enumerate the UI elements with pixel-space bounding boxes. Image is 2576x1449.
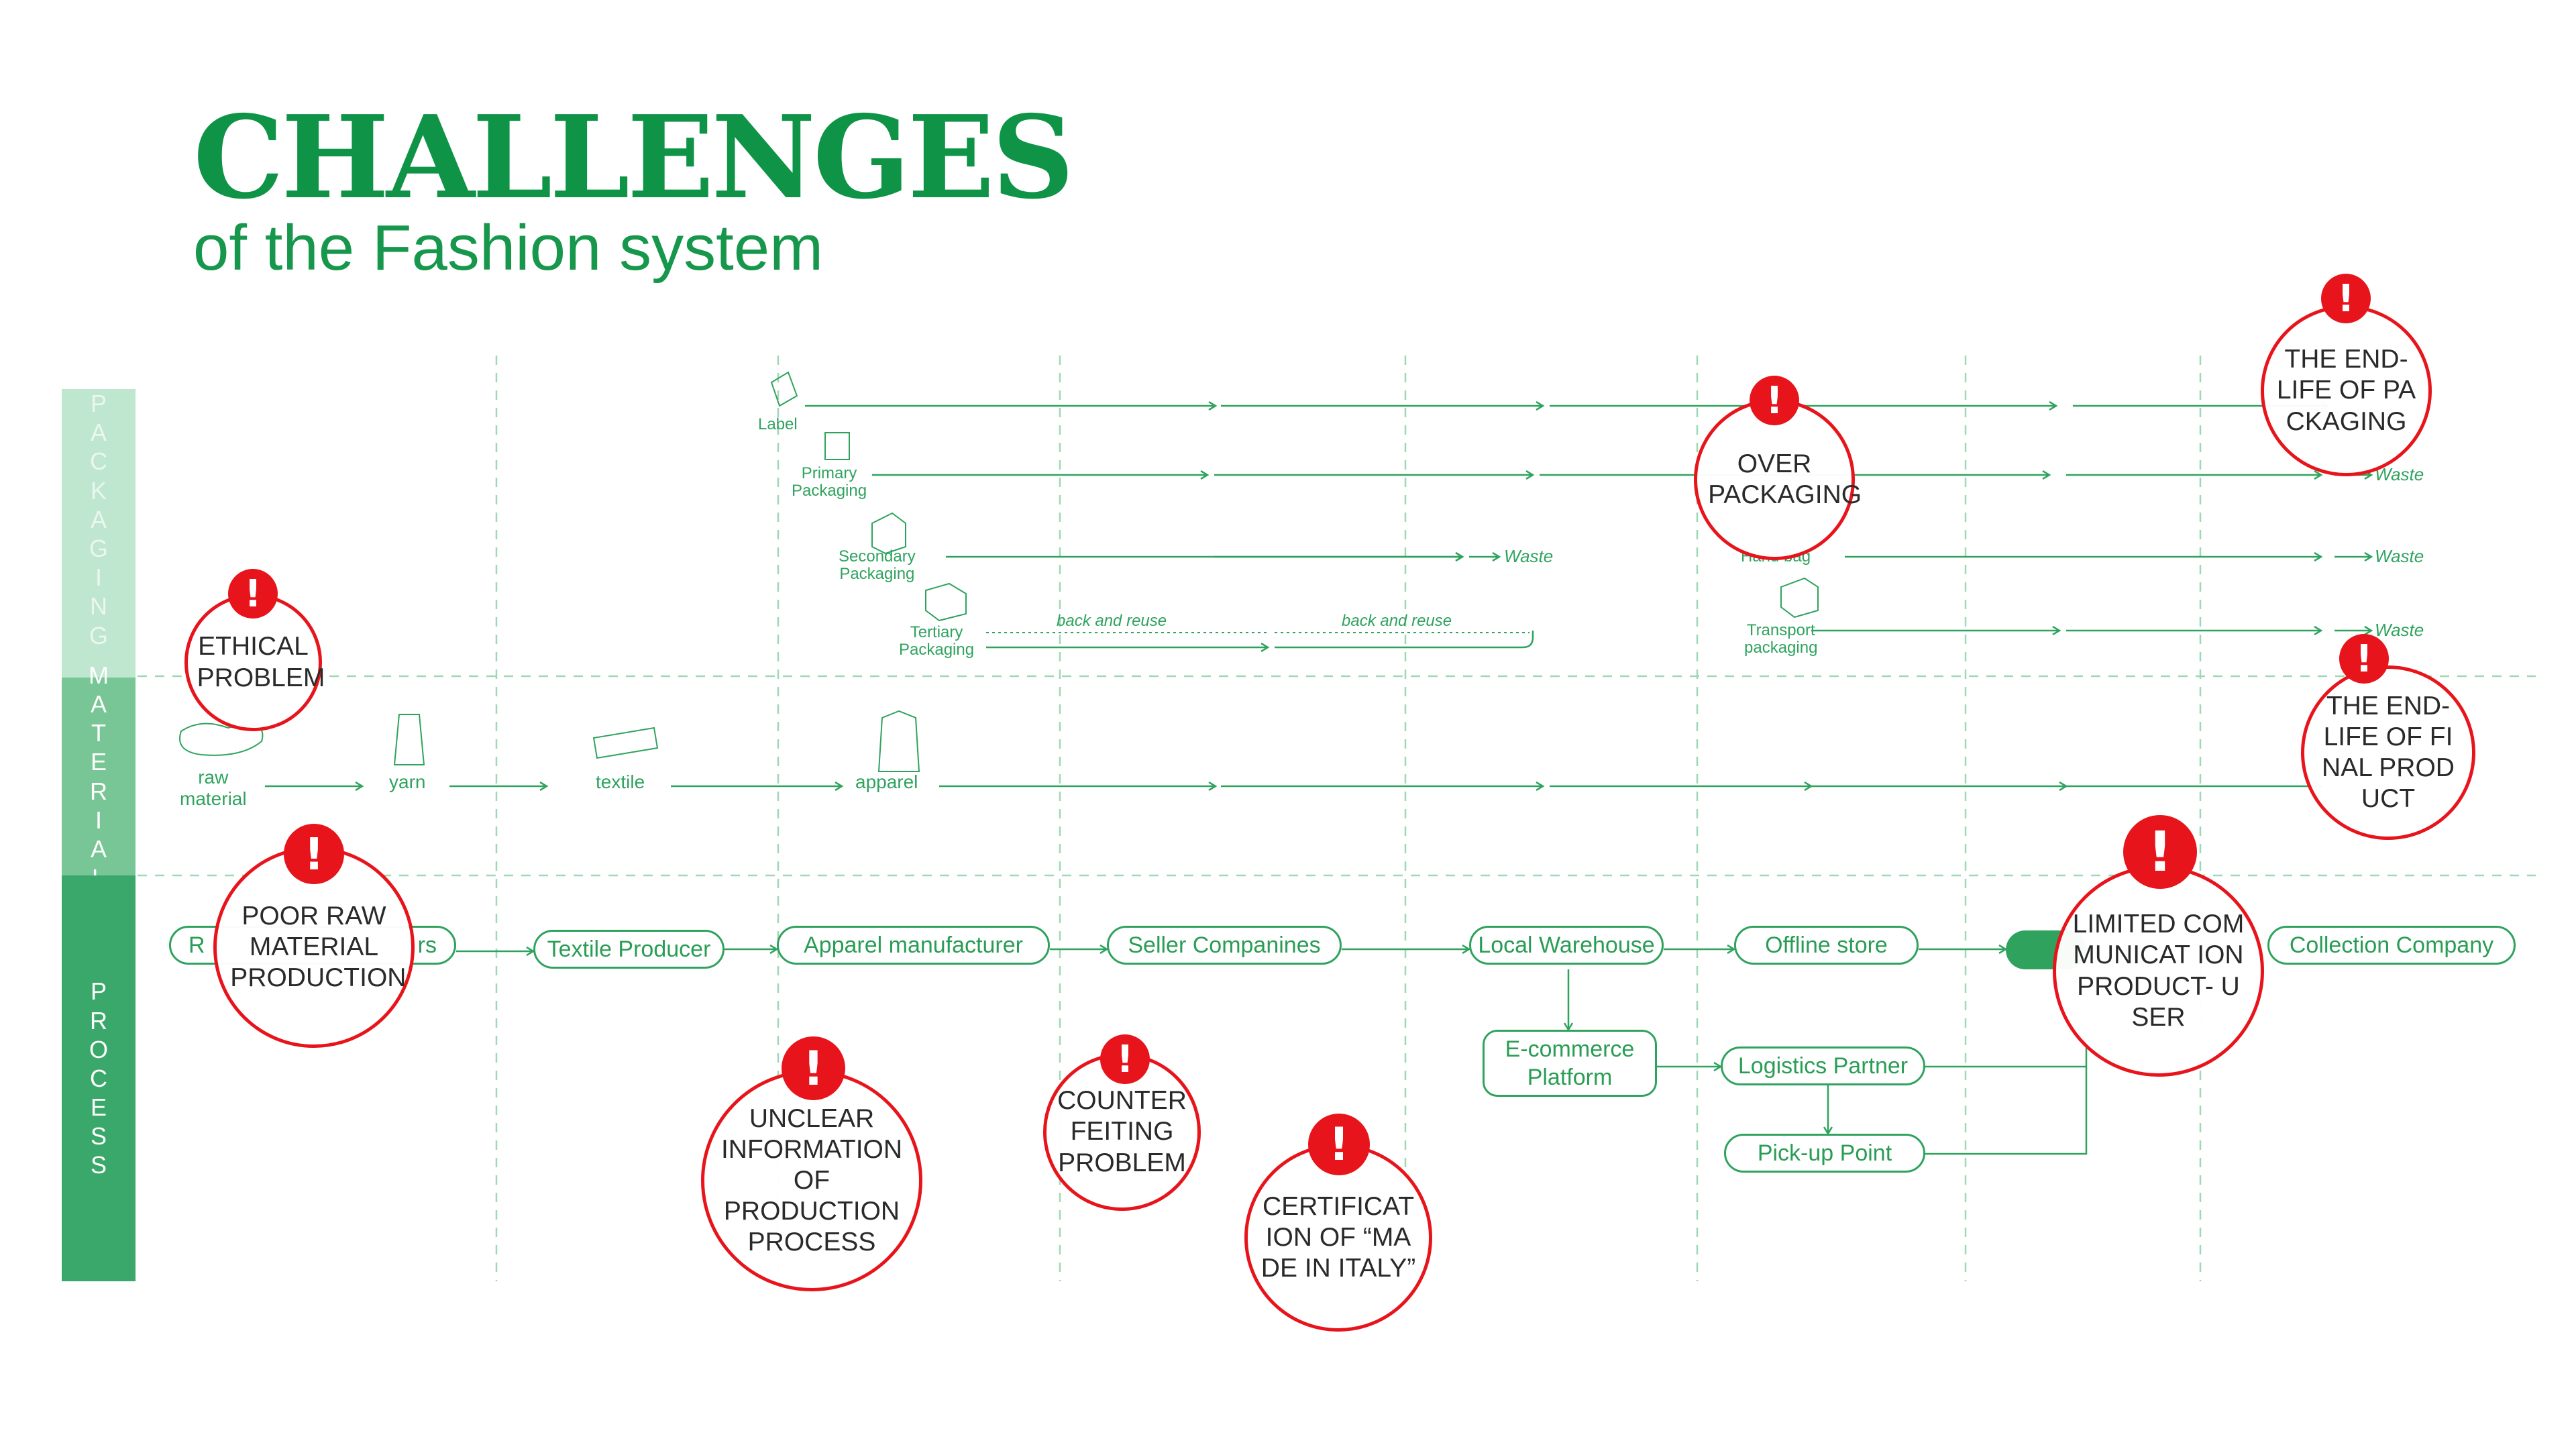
textile-label: textile — [596, 771, 645, 792]
apparel-label: apparel — [855, 771, 918, 792]
suppliers-partial-text: rs — [417, 932, 437, 958]
ecommerce-platform-box: E-commerce Platform — [1483, 1030, 1657, 1097]
challenge-limited-communication: LIMITED COMMUNICAT ION PRODUCT- USER — [2053, 865, 2264, 1077]
yarn-icon — [393, 714, 425, 765]
alert-icon: ! — [1308, 1114, 1370, 1175]
back-and-reuse-label: back and reuse — [1057, 612, 1167, 630]
transport-packaging-icon — [1780, 577, 1819, 619]
page-subtitle: of the Fashion system — [193, 212, 824, 284]
raw-partial-text: R — [189, 932, 205, 958]
yarn-label: yarn — [389, 771, 426, 792]
textile-producer-box: Textile Producer — [533, 930, 724, 969]
alert-icon: ! — [228, 569, 278, 619]
challenge-end-life-packaging: THE END- LIFE OF PACKAGING — [2261, 305, 2432, 476]
primary-packaging-text: Primary Packaging — [792, 464, 867, 500]
page-title: CHALLENGES — [193, 91, 1074, 225]
logistics-partner-box: Logistics Partner — [1721, 1046, 1925, 1085]
alert-icon: ! — [2123, 815, 2197, 889]
back-and-reuse-label: back and reuse — [1342, 612, 1452, 630]
alert-icon: ! — [782, 1036, 845, 1100]
primary-packaging-icon — [824, 432, 850, 460]
seller-companies-box: Seller Companines — [1107, 926, 1342, 965]
alert-icon: ! — [2339, 634, 2389, 684]
secondary-packaging-text: Secondary Packaging — [839, 547, 916, 584]
offline-store-box: Offline store — [1734, 926, 1919, 965]
transport-packaging-text: Transport packaging — [1744, 621, 1818, 657]
challenge-over-packaging: OVER PACKAGING — [1694, 399, 1862, 560]
alert-icon: ! — [1100, 1034, 1150, 1084]
pickup-point-box: Pick-up Point — [1724, 1134, 1925, 1173]
alert-icon: ! — [2321, 274, 2371, 323]
alert-icon: ! — [284, 824, 344, 884]
challenge-end-life-product: THE END- LIFE OF FINAL PRODUCT — [2301, 665, 2475, 840]
apparel-icon — [877, 710, 920, 772]
raw-material-icon — [179, 722, 264, 756]
tertiary-packaging-icon — [925, 582, 967, 622]
challenge-unclear-information: UNCLEAR INFORMATION OF PRODUCTION PROCES… — [701, 1070, 922, 1291]
alert-icon: ! — [1750, 376, 1799, 425]
textile-icon — [592, 727, 659, 759]
local-warehouse-box: Local Warehouse — [1469, 926, 1664, 965]
challenge-made-in-italy: CERTIFICAT ION OF “MADE IN ITALY” — [1244, 1144, 1432, 1332]
apparel-manufacturer-box: Apparel manufacturer — [777, 926, 1050, 965]
collection-company-box: Collection Company — [2267, 926, 2516, 965]
raw-material-label: raw material — [180, 767, 247, 810]
waste-label: Waste — [1504, 546, 1554, 566]
label-icon — [770, 371, 798, 407]
label-text: Label — [758, 415, 798, 433]
waste-label: Waste — [2375, 620, 2424, 640]
tertiary-packaging-text: Tertiary Packaging — [899, 623, 975, 659]
waste-label: Waste — [2375, 546, 2424, 566]
material-lane-label: MAT ERI AL — [62, 661, 136, 892]
secondary-packaging-icon — [871, 512, 906, 555]
